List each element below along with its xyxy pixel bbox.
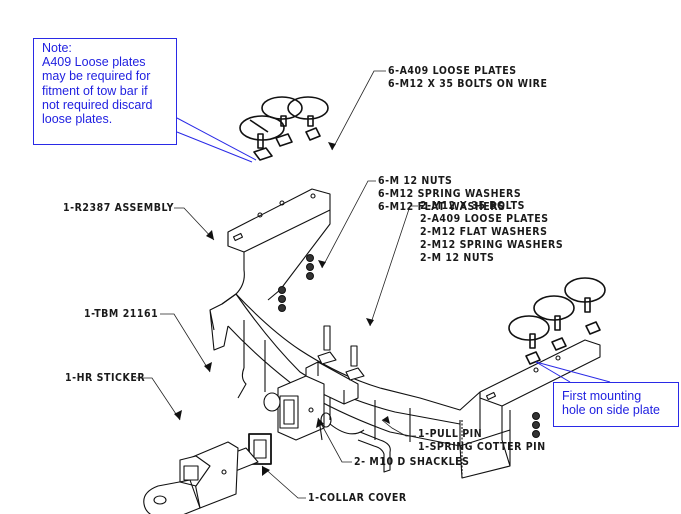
note-line: not required discard (42, 97, 153, 112)
label-line: 2-M12 X 35 BOLTS (420, 200, 525, 212)
label-line: 6-M12 X 35 BOLTS ON WIRE (388, 78, 548, 90)
label-nuts-washers: 6-M 12 NUTS 6-M12 SPRING WASHERS 6-M12 F… (378, 175, 521, 214)
note-line: fitment of tow bar if (42, 83, 148, 98)
label-line: 6-A409 LOOSE PLATES (388, 65, 517, 77)
cotter-wire (237, 367, 247, 399)
label-assembly: 1-R2387 ASSEMBLY (63, 202, 174, 215)
label-loose-plates-bolts: 6-A409 LOOSE PLATES 6-M12 X 35 BOLTS ON … (388, 65, 547, 91)
right-bolts-on-wire (508, 277, 606, 365)
label-collar-cover: 1-COLLAR COVER (308, 492, 407, 505)
note-callout-leaders (176, 117, 611, 383)
label-bolts-kit: 2-M12 X 35 BOLTS 2-A409 LOOSE PLATES 2-M… (420, 200, 563, 265)
label-line: 1-COLLAR COVER (308, 492, 407, 504)
label-line: 2-A409 LOOSE PLATES (420, 213, 549, 225)
label-line: 1-R2387 ASSEMBLY (63, 202, 174, 214)
collar-cover (248, 433, 272, 465)
note-line: may be required for (42, 69, 151, 84)
leader-lines (136, 70, 418, 499)
label-line: 2-M 12 NUTS (420, 252, 495, 264)
label-pins: 1-PULL PIN 1-SPRING COTTER PIN (418, 428, 546, 454)
mounting-hole-note: First mounting hole on side plate (553, 382, 679, 427)
label-line: 1-TBM 21161 (84, 308, 159, 320)
note-line: Note: (42, 41, 72, 55)
note-line: A409 Loose plates (42, 55, 146, 70)
ball-mount (143, 441, 259, 514)
note-line: First mounting (562, 389, 642, 403)
right-side-plate (479, 339, 601, 467)
label-line: 6-M12 FLAT WASHERS (378, 201, 506, 213)
label-shackles: 2- M10 D SHACKLES (354, 456, 470, 469)
label-line: 2-M12 FLAT WASHERS (420, 226, 548, 238)
left-bolts-on-wire (239, 96, 329, 161)
loose-plates-note: Note: A409 Loose plates may be required … (33, 38, 177, 145)
label-line: 2-M12 SPRING WASHERS (420, 239, 564, 251)
pull-pin (357, 431, 391, 473)
label-tbm: 1-TBM 21161 (84, 308, 158, 321)
nuts (278, 254, 599, 438)
leader-arrowheads (174, 142, 390, 476)
label-sticker: 1-HR STICKER (65, 372, 145, 385)
center-bolts (317, 325, 365, 381)
note-line: hole on side plate (562, 403, 660, 418)
label-line: 1-SPRING COTTER PIN (418, 441, 546, 453)
left-side-plate (221, 188, 331, 305)
note-line: loose plates. (42, 112, 113, 127)
receiver-hitch (263, 375, 325, 441)
label-line: 1-HR STICKER (65, 372, 146, 384)
label-line: 6-M12 SPRING WASHERS (378, 188, 522, 200)
label-line: 1-PULL PIN (418, 428, 483, 440)
label-line: 6-M 12 NUTS (378, 175, 453, 187)
label-line: 2- M10 D SHACKLES (354, 456, 470, 468)
d-shackle (319, 412, 365, 441)
